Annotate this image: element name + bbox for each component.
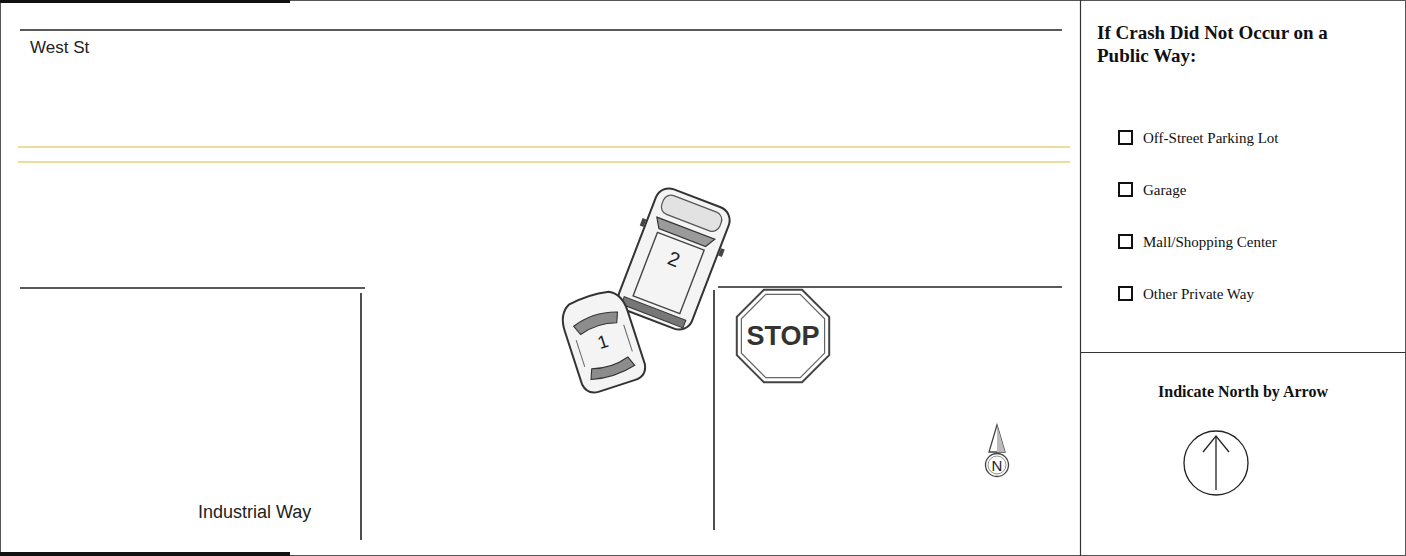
center-line (18, 146, 1070, 148)
panel-heading: If Crash Did Not Occur on a Public Way: (1097, 22, 1337, 68)
checkbox (1119, 183, 1132, 196)
checkbox (1119, 131, 1132, 144)
frame-bar (0, 0, 290, 3)
vehicle: 2 (612, 182, 737, 336)
north-letter: N (992, 458, 1003, 473)
frame-bar (0, 552, 290, 556)
panel-divider (1080, 352, 1406, 353)
road-edge (718, 286, 1062, 288)
checkbox (1119, 287, 1132, 300)
north-marker: N (985, 453, 1009, 477)
street-name: Industrial Way (198, 502, 311, 523)
road-edge (360, 293, 362, 540)
north-panel: Indicate North by Arrow (1082, 354, 1404, 554)
north-arrow (1203, 436, 1229, 452)
checkbox-option: Garage (1143, 181, 1186, 199)
road-edge (20, 287, 365, 289)
street-name: West St (30, 38, 89, 58)
checkbox (1119, 235, 1132, 248)
north-arrow (1215, 436, 1216, 490)
panel-heading: Indicate North by Arrow (1082, 382, 1404, 401)
north-circle (1184, 431, 1248, 495)
road-edge (713, 290, 715, 530)
checkbox-option: Off-Street Parking Lot (1143, 129, 1279, 147)
road-edge (20, 29, 1062, 31)
stop-sign: STOP (732, 285, 834, 387)
sign-text: STOP (746, 323, 819, 350)
center-line (18, 161, 1070, 163)
checkbox-option: Other Private Way (1143, 285, 1254, 303)
checkbox-option: Mall/Shopping Center (1143, 233, 1277, 251)
panel-divider (1080, 0, 1081, 556)
private-way-panel: If Crash Did Not Occur on a Public Way: O… (1082, 2, 1404, 350)
north-arrow-shade (997, 425, 1005, 452)
north-arrow (989, 425, 1005, 452)
